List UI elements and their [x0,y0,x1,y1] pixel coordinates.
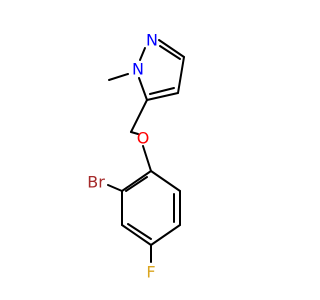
atom-o-ether: O [137,129,150,148]
bond-c1-c2-inner [125,176,148,192]
bond-n2-c3-inner [159,45,181,60]
bond-c4b-c5b [150,224,181,246]
structure-canvas: N N O Br F [87,31,185,282]
bond-c4-c5 [146,92,179,101]
atom-n-methyl: N [132,60,144,79]
bond-c5-ch2 [130,99,148,133]
bond-c6b-c1 [150,170,181,192]
atom-n-ring: N [146,31,158,50]
atom-f: F [146,263,155,282]
bond-ch2-o [130,131,139,135]
bond-c5-n1 [138,77,148,101]
bond-o-c1 [142,145,152,172]
molecule-diagram: N N O Br F [87,31,185,282]
bond-n1-methyl [108,73,129,81]
bond-n1-n2 [139,47,146,61]
bond-c3-c4 [177,56,185,94]
bond-n2-c3 [158,39,185,58]
bond-c2-br [107,184,123,192]
atom-br: Br [87,173,105,192]
bond-c4-c5-inner [149,87,175,95]
bond-c1-c2 [121,170,152,192]
bond-c3b-c4b [121,224,152,246]
bond-c3b-c4b-inner [127,223,152,240]
